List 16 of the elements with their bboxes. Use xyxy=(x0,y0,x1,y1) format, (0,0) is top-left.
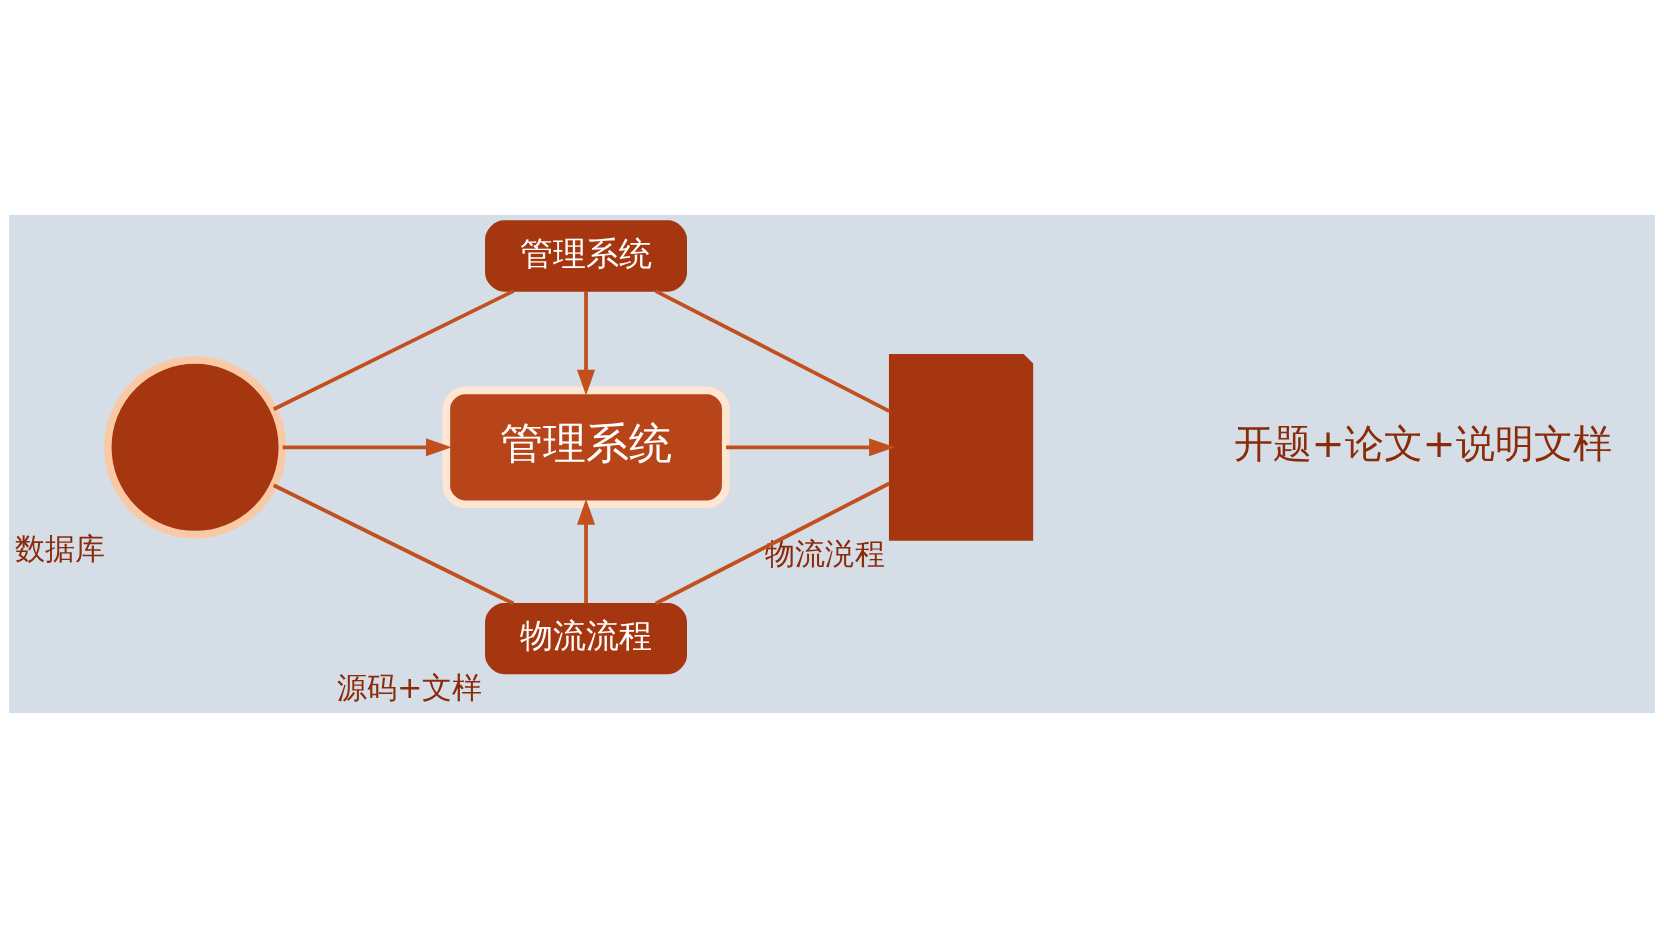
node-label: 源码+文样 xyxy=(337,669,483,705)
connector xyxy=(654,481,891,606)
label: 开题+论文+说明文样 xyxy=(1233,419,1612,466)
arrow xyxy=(282,438,452,457)
arrow xyxy=(726,438,895,457)
node-label: 数据库 xyxy=(15,530,106,566)
node-circle xyxy=(103,356,287,539)
arrow xyxy=(577,498,596,604)
connector xyxy=(654,289,891,413)
node-box: 管理系统 xyxy=(442,386,730,509)
connector xyxy=(272,483,515,606)
node-box: 管理系统 xyxy=(485,220,687,292)
arrow xyxy=(577,291,596,396)
node-label: 物流涚程 xyxy=(765,536,886,572)
node-box: 物流流程 xyxy=(485,602,687,675)
connector xyxy=(272,289,515,411)
